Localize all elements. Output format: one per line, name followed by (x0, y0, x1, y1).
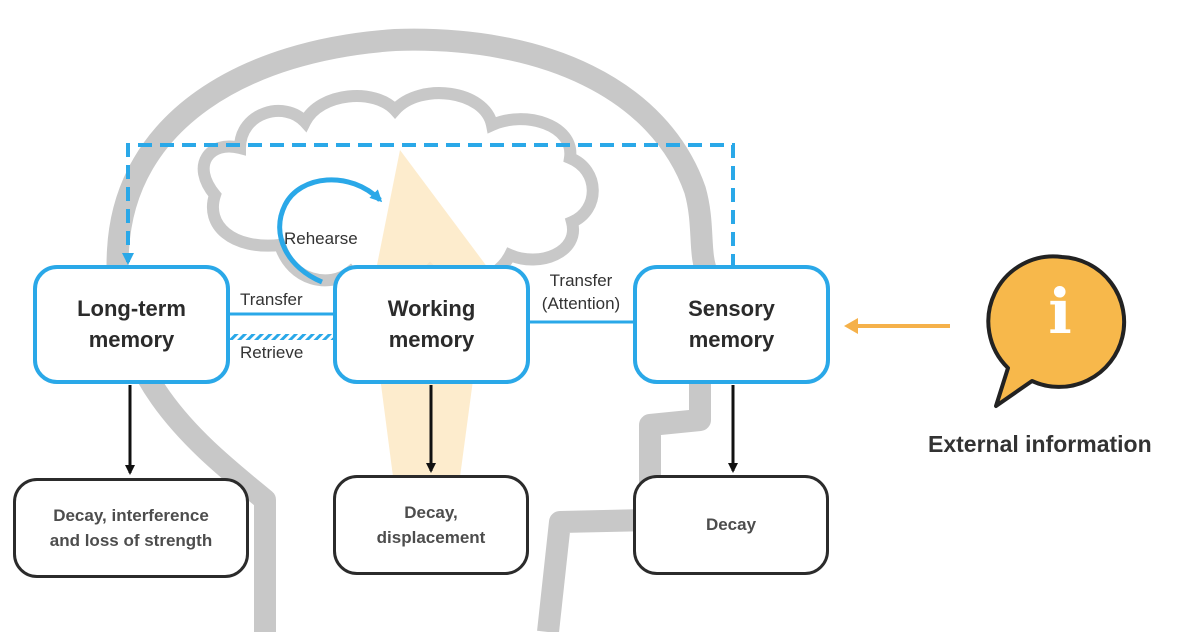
retrieve-line-hatched (226, 334, 338, 340)
rehearse-label: Rehearse (284, 229, 358, 248)
info-glyph: i (1048, 275, 1072, 348)
external-information-label: External information (928, 431, 1152, 457)
sensory-outcome-label: Decay (705, 515, 757, 535)
transfer-label: Transfer (240, 290, 303, 309)
retrieve-label: Retrieve (240, 343, 304, 362)
rehearse-loop-arrow (277, 177, 383, 285)
long-term-outcome-label: Decay, interference and loss of strength (49, 505, 213, 551)
info-speech-bubble-icon (986, 254, 1127, 408)
long-term-memory-box: Long-term memory (33, 265, 230, 384)
long-term-memory-label: Long-term memory (77, 295, 186, 352)
sensory-memory-label: Sensory memory (688, 295, 775, 352)
working-outcome-box: Decay, displacement (333, 475, 529, 575)
long-term-outcome-box: Decay, interference and loss of strength (13, 478, 249, 578)
working-outcome-label: Decay, displacement (376, 502, 486, 548)
sensory-memory-box: Sensory memory (633, 265, 830, 384)
working-memory-box: Working memory (333, 265, 530, 384)
working-memory-label: Working memory (387, 295, 476, 352)
sensory-outcome-box: Decay (633, 475, 829, 575)
transfer-attention-label: Transfer (Attention) (541, 271, 621, 313)
dashed-feedback-line (122, 143, 735, 268)
